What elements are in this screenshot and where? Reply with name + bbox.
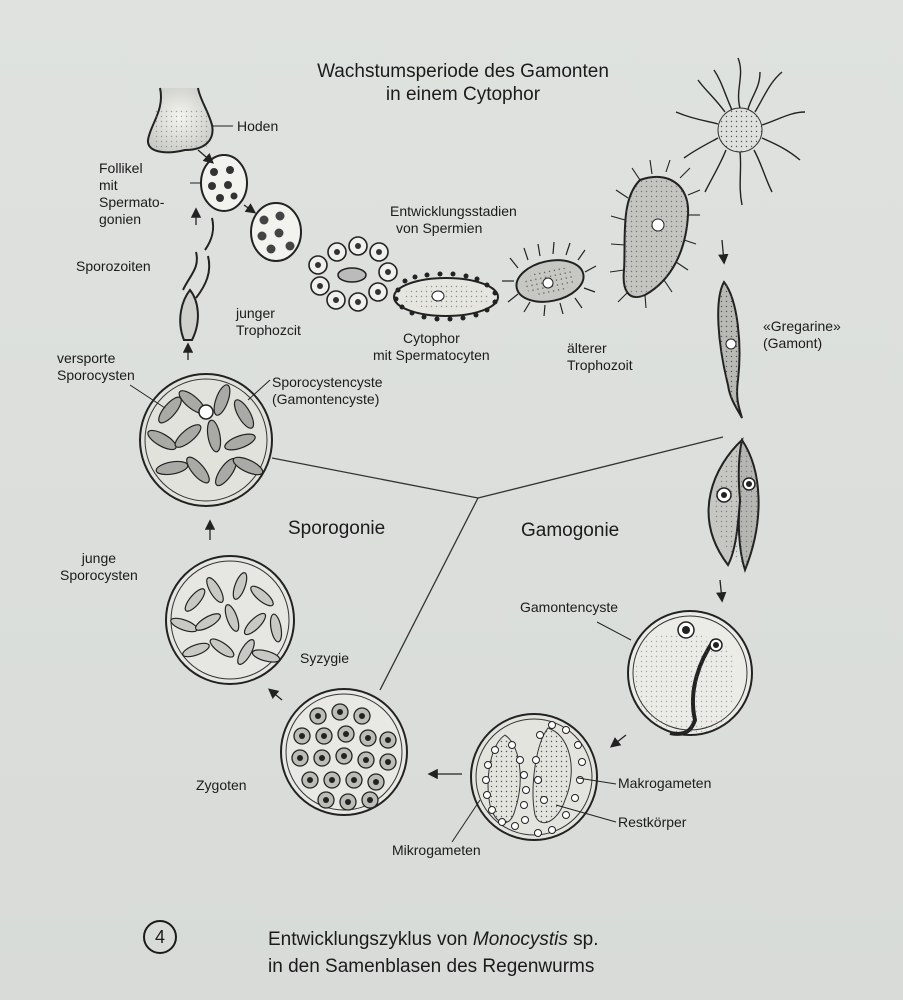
caption-line-1: Entwicklungszyklus von Monocystis sp. bbox=[268, 928, 599, 952]
phase-sporogonie: Sporogonie bbox=[288, 518, 386, 539]
label-versporte-line2: Sporocysten bbox=[57, 367, 135, 383]
label-junger-line1: junger bbox=[236, 305, 275, 321]
gamont-cyst-drawing bbox=[627, 610, 753, 736]
caption-line-2: in den Samenblasen des Regenwurms bbox=[268, 956, 595, 977]
label-entw-line1: Entwicklungsstadien bbox=[390, 203, 517, 219]
label-sporocystencyste-line2: (Gamontencyste) bbox=[272, 391, 380, 407]
sperm-development-stage-1 bbox=[502, 241, 597, 317]
label-aelterer-line1: älterer bbox=[567, 340, 607, 356]
title-line-2: in einem Cytophor bbox=[385, 84, 541, 105]
diagram-title: Wachstumsperiode des Gamonten in einem C… bbox=[263, 60, 663, 106]
label-aelterer-line2: Trophozoit bbox=[567, 357, 633, 373]
label-sporocystencyste-line1: Sporocystencyste bbox=[272, 374, 383, 390]
gregarine-gamont-drawing bbox=[717, 280, 743, 419]
label-gamontencyste: Gamontencyste bbox=[520, 599, 619, 615]
follicle-1 bbox=[200, 154, 248, 212]
spermatocyte-cluster bbox=[308, 236, 398, 312]
gamete-cyst-drawing bbox=[470, 713, 598, 841]
caption-line1-pre: Entwicklungszyklus von bbox=[268, 929, 473, 950]
label-follikel-line2: mit bbox=[99, 177, 118, 193]
label-entwicklungsstadien: Entwicklungsstadien von Spermien bbox=[390, 203, 517, 237]
label-cytophor-line2: mit Spermatocyten bbox=[373, 347, 490, 363]
label-junger-line2: Trophozcit bbox=[236, 322, 301, 338]
label-versporte-sporocysten: versporte Sporocysten bbox=[57, 350, 135, 384]
phase-gamogonie: Gamogonie bbox=[521, 520, 620, 541]
label-mikrogameten: Mikrogameten bbox=[392, 842, 481, 858]
label-junge-sporocysten: junge Sporocysten bbox=[60, 550, 138, 584]
label-entw-line2: von Spermien bbox=[396, 220, 483, 236]
label-follikel: Follikel mit Spermato- gonien bbox=[99, 160, 164, 228]
label-follikel-line1: Follikel bbox=[99, 160, 143, 176]
label-gregarine: «Gregarine» (Gamont) bbox=[763, 318, 841, 352]
caption-line1-italic: Monocystis bbox=[472, 929, 568, 950]
label-follikel-line4: gonien bbox=[99, 211, 142, 227]
mature-sporocyst-cyst-drawing bbox=[139, 373, 273, 507]
label-syzygie: Syzygie bbox=[300, 650, 350, 666]
title-line-1: Wachstumsperiode des Gamonten bbox=[317, 61, 609, 82]
spermatozoa-sphere-drawing bbox=[675, 57, 806, 206]
syzygy-pair-drawing bbox=[707, 437, 760, 573]
label-aelterer-trophozoit: älterer Trophozoit bbox=[567, 340, 633, 374]
label-gregarine-line1: «Gregarine» bbox=[763, 318, 841, 334]
phase-divider-lines bbox=[271, 436, 724, 691]
label-gregarine-line2: (Gamont) bbox=[763, 335, 823, 351]
label-hoden: Hoden bbox=[237, 118, 279, 134]
label-cytophor-line1: Cytophor bbox=[402, 330, 460, 346]
label-follikel-line3: Spermato- bbox=[99, 194, 165, 210]
sporozoite-drawing bbox=[179, 217, 215, 341]
cytophor-drawing bbox=[393, 271, 499, 322]
label-junger-trophozcit: junger Trophozcit bbox=[236, 305, 301, 339]
label-sporozoiten: Sporozoiten bbox=[76, 258, 151, 274]
label-cytophor: Cytophor mit Spermatocyten bbox=[373, 330, 490, 364]
testis-drawing bbox=[147, 87, 233, 154]
zygote-cyst-drawing bbox=[280, 688, 408, 816]
label-restkoerper: Restkörper bbox=[618, 814, 687, 830]
label-zygoten: Zygoten bbox=[196, 777, 247, 793]
label-versporte-line1: versporte bbox=[57, 350, 116, 366]
label-junge-line2: Sporocysten bbox=[60, 567, 138, 583]
label-sporocystencyste: Sporocystencyste (Gamontencyste) bbox=[272, 374, 383, 408]
label-junge-line1: junge bbox=[81, 550, 117, 566]
older-trophozoite-drawing bbox=[609, 159, 701, 309]
caption-line1-post: sp. bbox=[567, 929, 599, 950]
label-makrogameten: Makrogameten bbox=[618, 775, 712, 791]
young-sporocyst-cyst-drawing bbox=[165, 555, 295, 685]
follicle-2 bbox=[250, 202, 302, 262]
figure-number-badge: 4 bbox=[143, 920, 177, 954]
